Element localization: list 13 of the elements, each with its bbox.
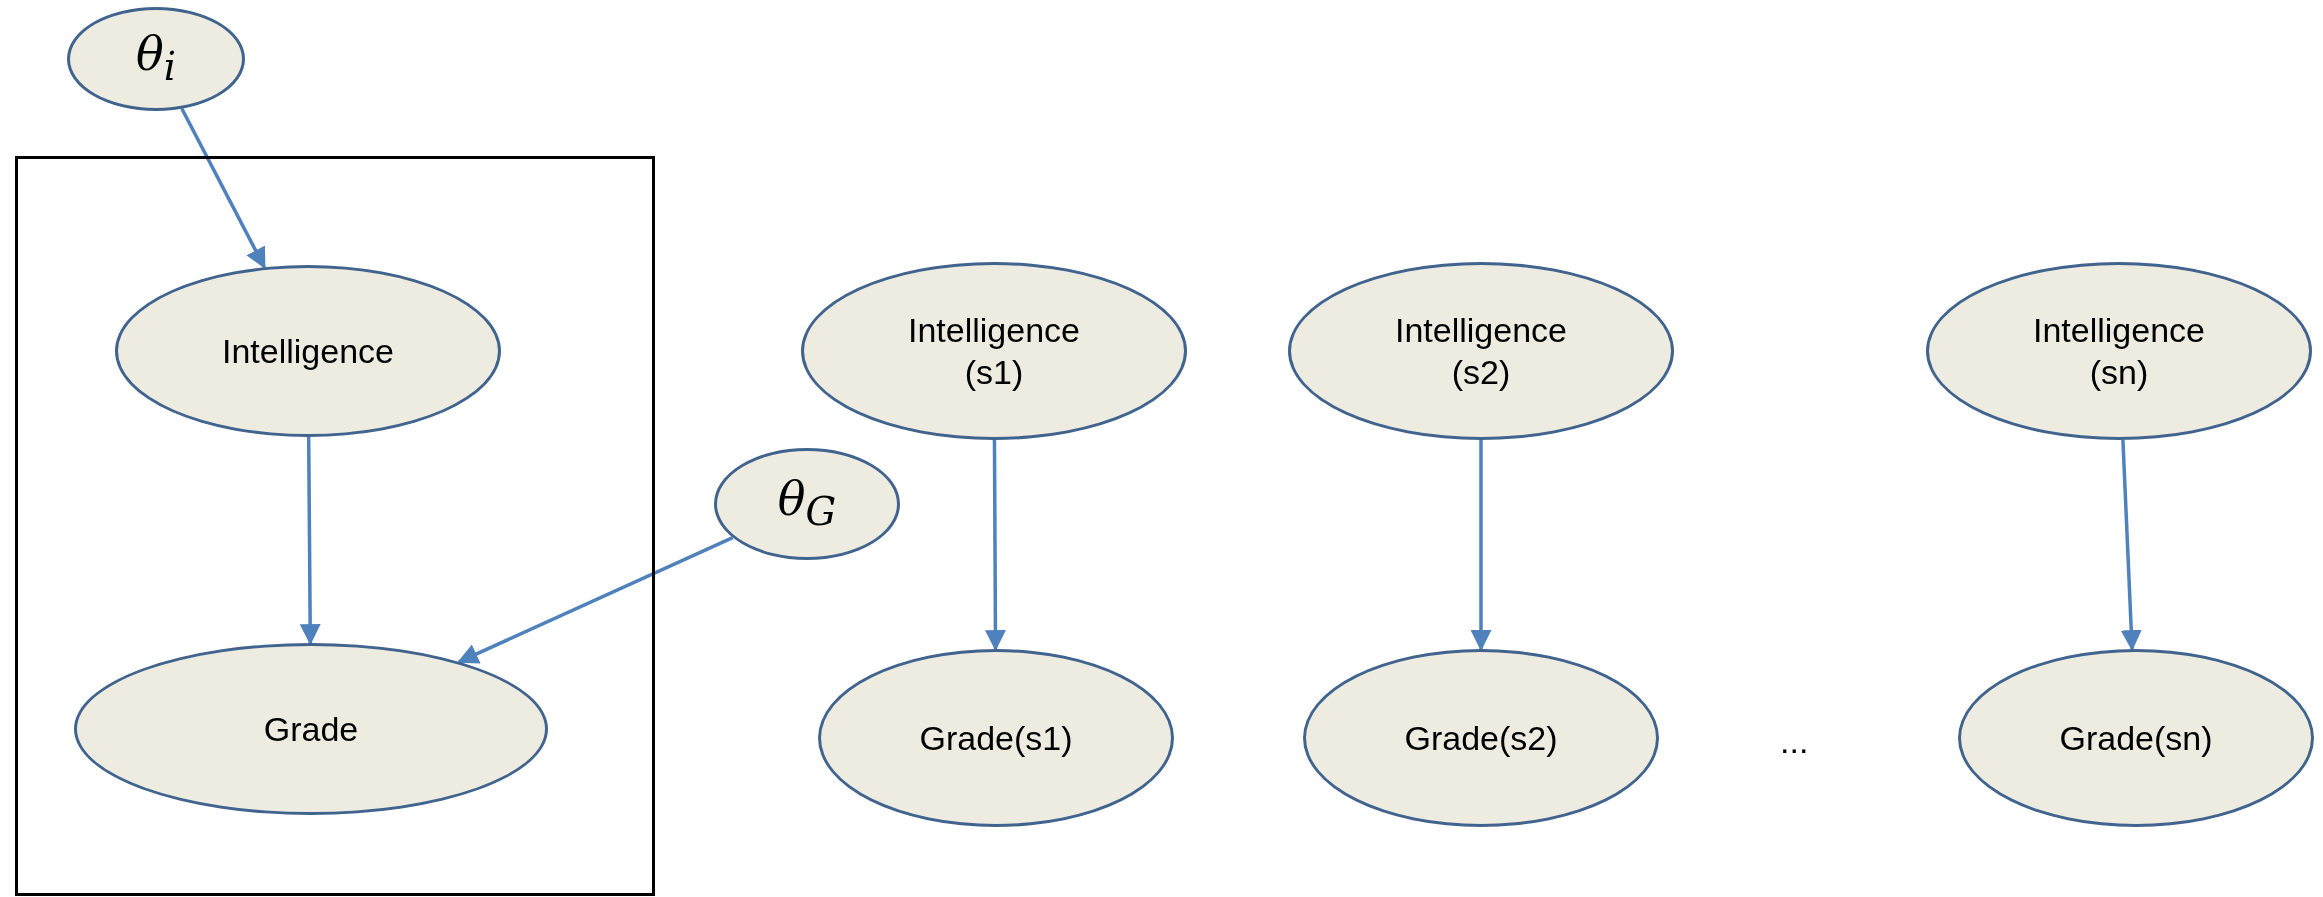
ellipsis-label: ... <box>1780 722 1809 761</box>
node-label: Grade <box>262 708 360 750</box>
node-label: Grade(s1) <box>918 717 1074 759</box>
node-label: Grade(sn) <box>2058 717 2214 759</box>
node-label: Intelligence (sn) <box>2032 309 2206 393</box>
plate-box <box>15 156 655 896</box>
node-label: Intelligence (s2) <box>1394 309 1568 393</box>
parameter-label: θ$_{i}$ <box>136 26 176 92</box>
node-label: Intelligence <box>221 330 395 372</box>
node-label: Grade(s2) <box>1403 717 1559 759</box>
node-label: Intelligence (s1) <box>907 309 1081 393</box>
arrow <box>457 536 734 664</box>
parameter-label: θ$_{G}$ <box>777 471 837 537</box>
